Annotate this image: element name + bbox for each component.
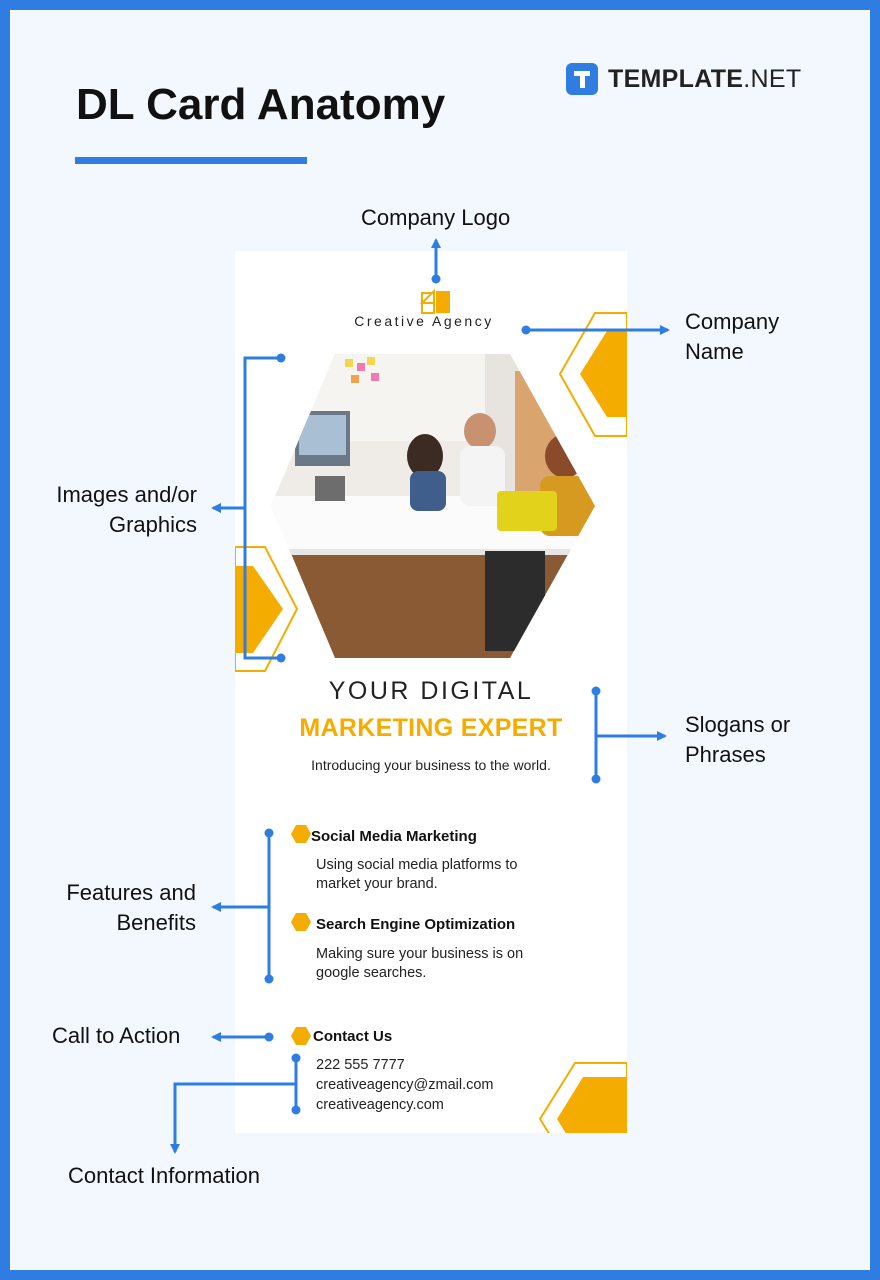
- title-underline: [75, 157, 307, 164]
- label-images-line-2: Graphics: [108, 512, 197, 537]
- label-company-logo: Company Logo: [361, 205, 511, 230]
- company-name: Creative Agency: [354, 313, 494, 329]
- label-slogans-line-1: Slogans or: [685, 712, 791, 737]
- company-logo-mark: [419, 288, 450, 314]
- contact-email: creativeagency@zmail.com: [316, 1077, 494, 1093]
- template-logo-icon: [566, 63, 598, 95]
- label-features-line-1: Features and: [66, 880, 196, 905]
- feature-1-desc-line-2: market your brand.: [316, 876, 438, 892]
- contact-title: Contact Us: [313, 1028, 393, 1045]
- slogan-line-2: MARKETING EXPERT: [299, 714, 563, 742]
- feature-2-desc-line-2: google searches.: [316, 965, 427, 981]
- brand-logo: TEMPLATE.NET: [566, 63, 801, 95]
- label-call-to-action: Call to Action: [52, 1023, 181, 1048]
- dl-card: Creative Agency YOUR DIGITAL MARKETING E…: [235, 251, 627, 1133]
- feature-2-desc-line-1: Making sure your business is on: [316, 946, 524, 962]
- feature-2-title: Search Engine Optimization: [316, 916, 516, 933]
- contact-phone: 222 555 7777: [316, 1057, 405, 1073]
- label-company-name-line-2: Name: [685, 339, 744, 364]
- label-slogans-line-2: Phrases: [685, 742, 766, 767]
- feature-1-desc-line-1: Using social media platforms to: [316, 857, 518, 873]
- brand-wordmark: TEMPLATE.NET: [608, 64, 802, 93]
- feature-1-title: Social Media Marketing: [311, 828, 477, 845]
- tagline: Introducing your business to the world.: [311, 757, 551, 773]
- contact-website: creativeagency.com: [316, 1097, 444, 1113]
- label-contact-information: Contact Information: [68, 1163, 260, 1188]
- label-features-line-2: Benefits: [116, 910, 197, 935]
- slogan-line-1: YOUR DIGITAL: [328, 677, 534, 705]
- label-images-line-1: Images and/or: [56, 482, 197, 507]
- label-company-name-line-1: Company: [685, 309, 780, 334]
- page-title: DL Card Anatomy: [76, 80, 446, 129]
- card-decoration: [235, 288, 627, 1133]
